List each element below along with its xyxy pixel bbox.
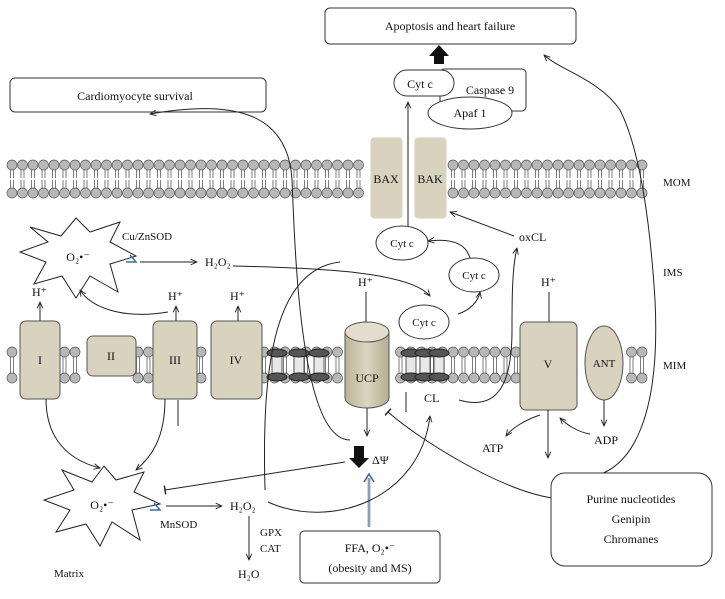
hplus-ucp: H⁺ [358, 275, 373, 289]
apoptosome-cytc [393, 69, 455, 97]
cl-label: CL [424, 391, 439, 405]
svg-text:Apoptosis and heart failure: Apoptosis and heart failure [385, 19, 515, 33]
svg-text:Genipin: Genipin [612, 512, 651, 526]
svg-text:UCP: UCP [355, 371, 379, 385]
apaf1-ellipse [427, 96, 513, 130]
thick-arrow-down [349, 446, 369, 468]
svg-text:O₂•⁻: O₂•⁻ [90, 498, 113, 512]
complex-2: II [86, 335, 137, 377]
ucp: UCP [344, 321, 390, 409]
arrow-h2o2-to-cl [267, 416, 430, 513]
arrow-h2o2-to-cytc [232, 265, 430, 296]
bak-pore: BAK [414, 137, 447, 219]
cytc-ims-2: Cyt c [448, 257, 500, 293]
cuznsod-label: Cu/ZnSOD [122, 231, 172, 243]
delta-psi-label: ΔΨ [372, 453, 389, 467]
svg-text:Cardiomyocyte survival: Cardiomyocyte survival [77, 89, 193, 103]
curve-matrix-h2o2 [263, 261, 341, 491]
svg-text:BAX: BAX [373, 172, 399, 186]
cuznsod-superoxide-burst: O₂•⁻ [18, 217, 138, 299]
svg-text:IV: IV [230, 353, 243, 367]
svg-text:Caspase 9: Caspase 9 [466, 83, 514, 97]
cytc-ims-1: Cyt c [375, 225, 429, 261]
thick-arrow-up [429, 45, 449, 64]
mnsod-superoxide-burst: O₂•⁻ [42, 465, 162, 548]
complex-1: I [19, 320, 61, 400]
svg-text:Purine nucleotides: Purine nucleotides [587, 492, 676, 506]
cat-label: CAT [260, 543, 281, 555]
inhibit-mnsod [163, 461, 346, 495]
cardiomyocyte-survival-box: Cardiomyocyte survival [9, 77, 267, 113]
adp-label: ADP [594, 433, 618, 447]
hplus-atp-synthase: H⁺ [541, 275, 556, 289]
apoptosome: Caspase 9 Apaf 1 Cyt c [393, 45, 527, 130]
mim-label: MIM [663, 360, 686, 372]
oxcl-label: oxCL [519, 230, 546, 244]
svg-text:Cyt c: Cyt c [407, 77, 433, 91]
svg-text:V: V [544, 357, 553, 371]
svg-text:Chromanes: Chromanes [604, 532, 659, 546]
matrix-label: Matrix [54, 568, 84, 580]
svg-text:Cyt c: Cyt c [462, 270, 486, 282]
matrix-h2o2: H₂O₂ [230, 499, 256, 513]
arrow-to-apoptosis [544, 55, 657, 479]
svg-text:ANT: ANT [593, 358, 616, 370]
svg-text:Cyt c: Cyt c [412, 317, 436, 329]
svg-text:I: I [38, 353, 42, 367]
ffa-box: FFA, O₂•⁻ (obesity and MS) [299, 530, 441, 584]
hplus-complex4: H⁺ [230, 289, 245, 303]
h2o-label: H₂O [238, 567, 260, 581]
gpx-label: GPX [260, 527, 282, 539]
bax-pore: BAX [370, 137, 403, 219]
inhibitors-box: Purine nucleotides Genipin Chromanes [550, 472, 713, 567]
svg-text:II: II [107, 349, 115, 363]
hplus-complex3: H⁺ [168, 289, 183, 303]
svg-text:FFA, O₂•⁻: FFA, O₂•⁻ [345, 541, 396, 555]
complex-3: III [152, 320, 198, 400]
hplus-complex1: H⁺ [32, 285, 47, 299]
arrow-to-survival [150, 108, 351, 441]
ims-h2o2: H₂O₂ [205, 255, 231, 269]
apoptosis-box: Apoptosis and heart failure [324, 7, 577, 45]
svg-text:O₂•⁻: O₂•⁻ [66, 250, 89, 264]
svg-text:(obesity and MS): (obesity and MS) [328, 561, 411, 575]
svg-text:Apaf 1: Apaf 1 [454, 106, 487, 120]
cardiolipin-pillars [266, 348, 450, 382]
cytc-ims-3: Cyt c [398, 304, 450, 340]
mnsod-label: MnSOD [160, 519, 197, 531]
svg-text:Cyt c: Cyt c [390, 238, 414, 250]
complex-4: IV [210, 320, 263, 400]
atp-label: ATP [482, 441, 504, 455]
atp-synthase: V [519, 321, 578, 411]
inhibit-ucp [384, 408, 553, 499]
svg-text:III: III [169, 353, 181, 367]
mom-label: MOM [663, 177, 691, 189]
svg-text:BAK: BAK [417, 172, 443, 186]
ims-label: IMS [663, 267, 683, 279]
ant: ANT [584, 325, 624, 401]
